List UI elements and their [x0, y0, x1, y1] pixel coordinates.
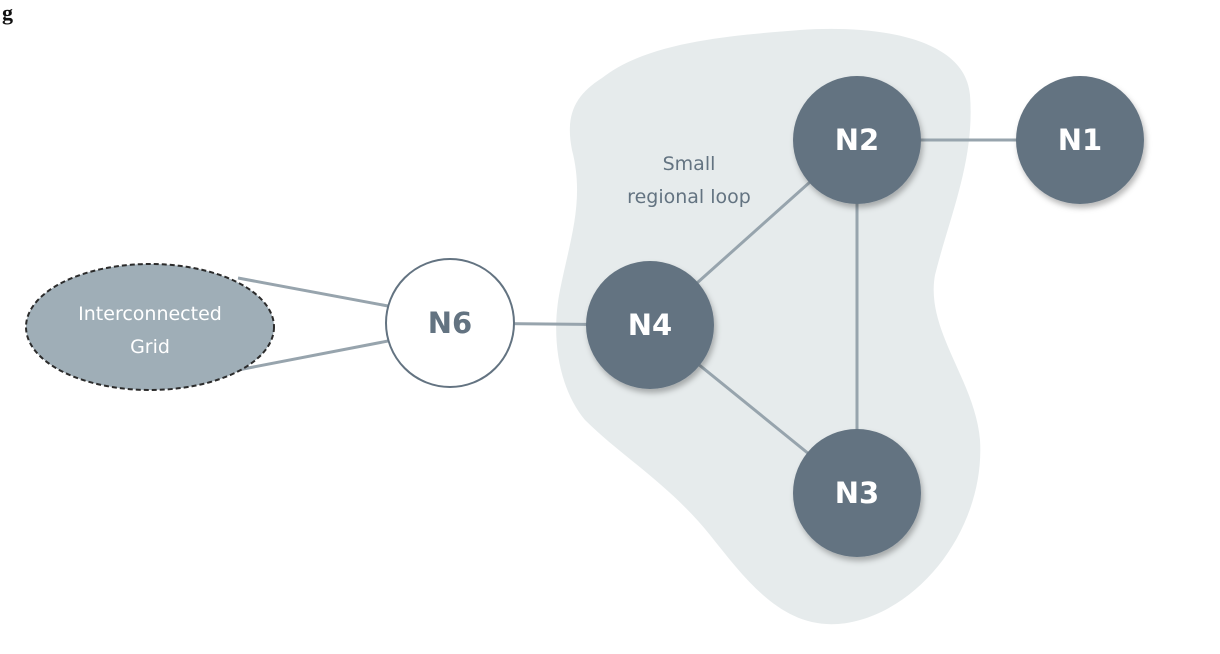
edge-n6-grid-1 — [237, 276, 389, 308]
region-label-line2: regional loop — [627, 186, 751, 208]
node-n6: N6 — [385, 258, 515, 388]
node-n3-circle — [793, 429, 921, 557]
node-n1-circle — [1016, 76, 1144, 204]
node-n4: N4 — [586, 261, 714, 389]
node-n6-circle — [385, 258, 515, 388]
node-n2: N2 — [793, 76, 921, 204]
node-n2-label: N2 — [835, 123, 879, 157]
interconnected-grid-shape — [25, 263, 275, 391]
edge-n6-grid-2 — [237, 339, 389, 372]
node-n1: N1 — [1016, 76, 1144, 204]
node-n4-circle — [586, 261, 714, 389]
region-label-line1: Small — [663, 153, 716, 175]
node-n2-circle — [793, 76, 921, 204]
node-n4-label: N4 — [628, 308, 672, 342]
node-n6-label: N6 — [428, 306, 472, 340]
node-n3-label: N3 — [835, 476, 879, 510]
grid-label-line2: Grid — [130, 336, 170, 358]
grid-label-line1: Interconnected — [78, 303, 222, 325]
node-n1-label: N1 — [1058, 123, 1102, 157]
figure-label: g — [2, 0, 13, 25]
node-n3: N3 — [793, 429, 921, 557]
